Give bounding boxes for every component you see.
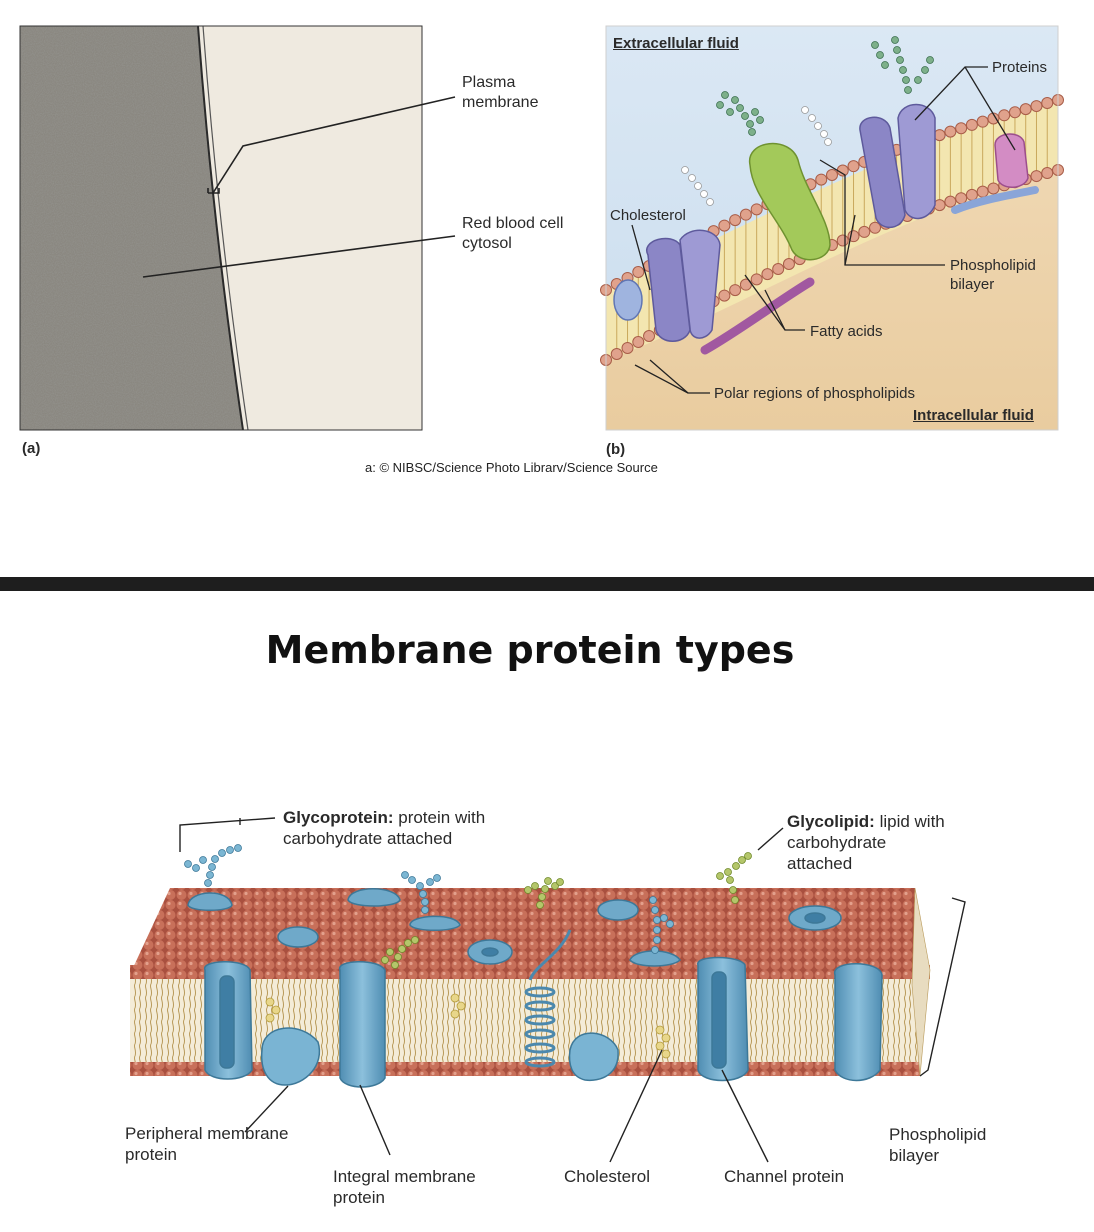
channel-protein-label: Channel protein <box>724 1167 845 1186</box>
glycolipid-label: Glycolipid: lipid with carbohydrate atta… <box>787 811 945 874</box>
rbc-cytosol-label: Red blood cell cytosol <box>462 215 564 252</box>
intracellular-label: Intracellular fluid <box>913 407 1034 424</box>
fatty-acids-label: Fatty acids <box>810 323 883 340</box>
panel-b-label: (b) <box>606 441 626 458</box>
glycoprotein-desc: protein with carbohydrate attached <box>283 808 486 848</box>
membrane-illustration <box>600 25 1064 431</box>
peripheral-protein-label: Peripheral membrane protein <box>125 1124 289 1164</box>
cholesterol-label: Cholesterol <box>564 1167 650 1186</box>
page-title: Membrane protein types <box>265 628 795 672</box>
polar-regions-label: Polar regions of phospholipids <box>714 385 915 402</box>
panel-a-label: (a) <box>22 440 41 457</box>
glycoprotein-term: Glycoprotein: <box>283 808 394 827</box>
plasma-membrane-label: Plasma membrane <box>462 74 539 111</box>
glycolipid-desc: lipid with carbohydrate attached <box>787 812 945 873</box>
phospholipid-bilayer-label: Phospholipid bilayer <box>889 1125 987 1165</box>
phospholipid-bilayer-label-b: Phospholipid bilayer <box>950 257 1036 293</box>
integral-protein-label: Integral membrane protein <box>333 1167 476 1207</box>
panel-b-leaders <box>631 66 1016 394</box>
panel-a-leaders <box>142 96 456 278</box>
proteins-label: Proteins <box>992 59 1048 76</box>
glycoprotein-label: Glycoprotein: protein with carbohydrate … <box>283 807 485 849</box>
section-divider <box>0 577 1094 591</box>
glycolipid-term: Glycolipid: <box>787 812 875 831</box>
membrane-protein-diagram <box>130 817 966 1163</box>
bottom-leaders <box>179 817 966 1163</box>
photo-credit: a: © NIBSC/Science Photo Librarv/Science… <box>365 460 658 475</box>
cholesterol-label-b: Cholesterol <box>610 207 686 224</box>
extracellular-label: Extracellular fluid <box>613 35 739 52</box>
micrograph-panel <box>19 25 423 431</box>
top-figure <box>19 25 1064 431</box>
